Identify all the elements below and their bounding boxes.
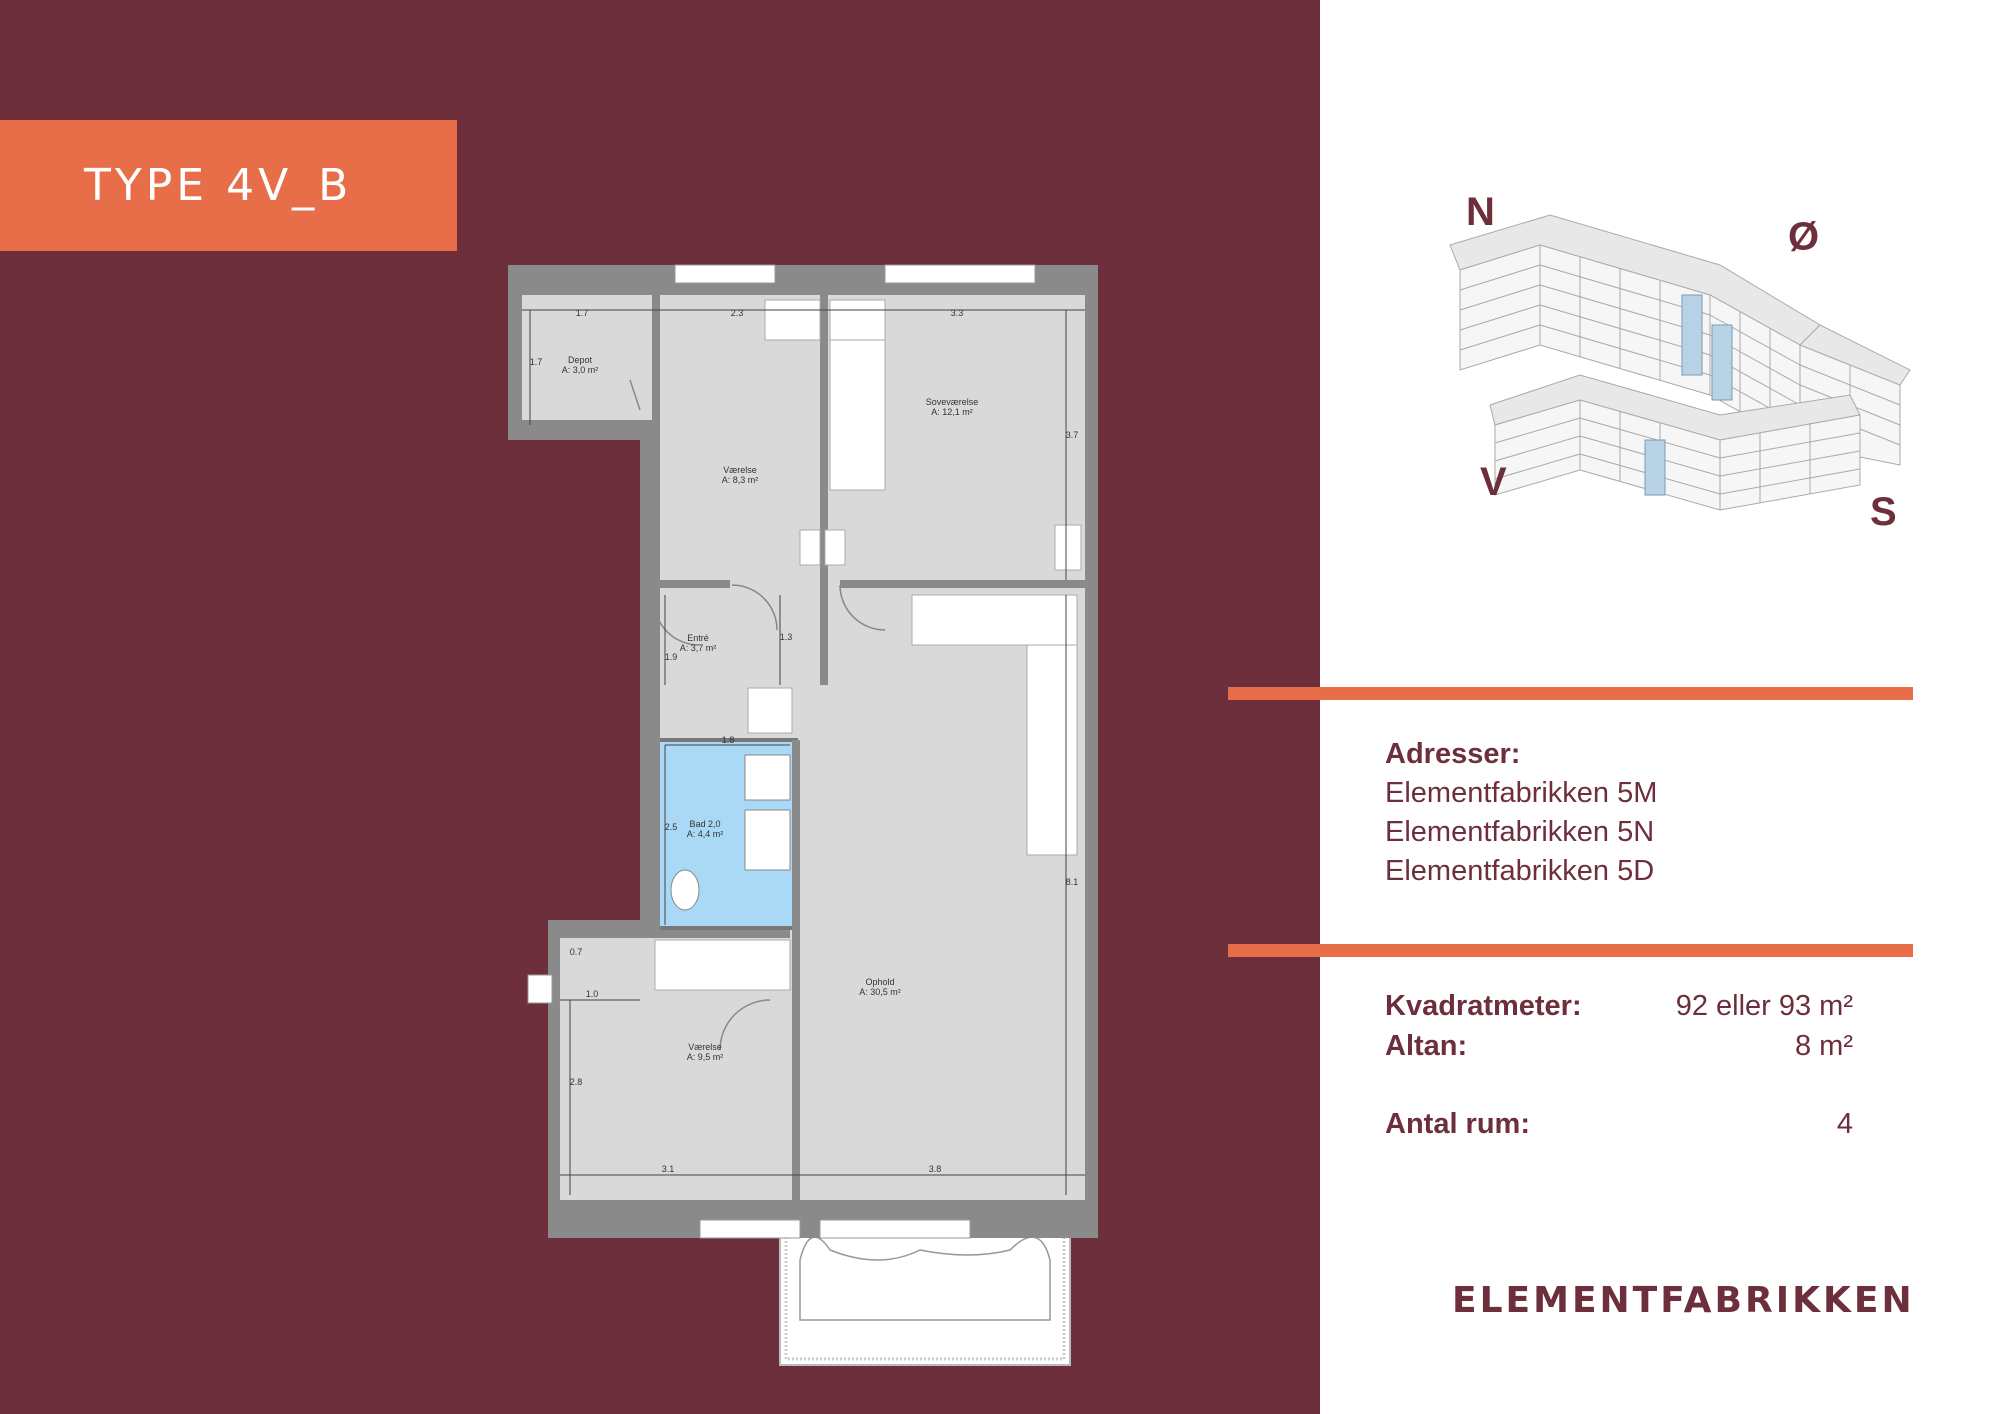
room-vaerelse2-name: Værelse — [688, 1042, 722, 1052]
storage — [654, 687, 793, 991]
address-1: Elementfabrikken 5M — [1385, 777, 1658, 809]
dim-label-4: 1.7 — [530, 357, 543, 367]
compass-south: S — [1870, 490, 1897, 534]
altan-label: Altan: — [1385, 1030, 1468, 1062]
room-sovevaerelse-area: A: 12,1 m² — [931, 407, 973, 417]
address-3: Elementfabrikken 5D — [1385, 855, 1655, 887]
room-ophold-area: A: 30,5 m² — [859, 987, 901, 997]
compass-east: Ø — [1788, 215, 1820, 259]
addresses-label: Adresser: — [1385, 738, 1521, 770]
room-bad-name: Bad 2,0 — [689, 819, 720, 829]
highlighted-units — [1644, 294, 1733, 496]
room-vaerelse1-name: Værelse — [723, 465, 757, 475]
dim-label-6: 1.3 — [780, 632, 793, 642]
right-panel — [1320, 0, 2000, 1414]
wardrobe — [764, 299, 886, 566]
room-sovevaerelse-name: Soveværelse — [926, 397, 979, 407]
dim-label-1: 1.7 — [576, 308, 589, 318]
type-title: TYPE 4V_B — [84, 160, 353, 211]
doors — [629, 379, 886, 1051]
sqm-label: Kvadratmeter: — [1385, 990, 1582, 1022]
dim-label-15: 3.8 — [929, 1164, 942, 1174]
room-depot-area: A: 3,0 m² — [562, 365, 599, 375]
floor-plan: Depot A: 3,0 m² Værelse A: 8,3 m² Sovevæ… — [508, 264, 1098, 1366]
sqm-value: 92 eller 93 m² — [1675, 990, 1853, 1022]
divider-top — [1228, 687, 1913, 700]
room-vaerelse1-area: A: 8,3 m² — [722, 475, 759, 485]
compass-west: V — [1480, 460, 1507, 504]
addresses-block: Adresser: Elementfabrikken 5M Elementfab… — [1385, 735, 1657, 891]
building-isometric — [1449, 214, 1911, 511]
dim-label-2: 2.3 — [731, 308, 744, 318]
altan-value: 8 m² — [1795, 1030, 1853, 1062]
brand-logo: ELEMENTFABRIKKEN — [1452, 1280, 1915, 1321]
dim-label-3: 3.3 — [951, 308, 964, 318]
dim-label-14: 3.1 — [662, 1164, 675, 1174]
dim-label-11: 0.7 — [570, 947, 583, 957]
room-entre-area: A: 3,7 m² — [680, 643, 717, 653]
sqm-row: Kvadratmeter: 92 eller 93 m² — [1385, 990, 1853, 1023]
windows — [527, 264, 1036, 1239]
dim-label-8: 1.8 — [722, 735, 735, 745]
dimension-labels: 1.7 2.3 3.3 1.7 3.7 1.3 1.9 1.8 2.5 8.1 … — [530, 308, 1079, 1174]
room-labels: Depot A: 3,0 m² Værelse A: 8,3 m² Sovevæ… — [562, 355, 979, 1062]
compass-north: N — [1466, 190, 1495, 234]
bath-fixtures — [670, 754, 791, 911]
dim-label-13: 2.8 — [570, 1077, 583, 1087]
room-entre-name: Entré — [687, 633, 709, 643]
dimension-lines — [522, 309, 1085, 1195]
dim-label-7: 1.9 — [665, 652, 678, 662]
kitchen — [911, 524, 1082, 856]
altan-row: Altan: 8 m² — [1385, 1030, 1853, 1063]
room-depot-name: Depot — [568, 355, 593, 365]
interior-walls — [522, 295, 1085, 1200]
dim-label-10: 8.1 — [1066, 877, 1079, 887]
divider-bottom — [1228, 944, 1913, 957]
rooms-value: 4 — [1836, 1108, 1853, 1140]
rooms-row: Antal rum: 4 — [1385, 1108, 1853, 1141]
dim-label-5: 3.7 — [1066, 430, 1079, 440]
room-vaerelse2-area: A: 9,5 m² — [687, 1052, 724, 1062]
address-2: Elementfabrikken 5N — [1385, 816, 1655, 848]
room-ophold-name: Ophold — [865, 977, 894, 987]
type-banner: TYPE 4V_B — [0, 120, 457, 251]
dim-label-9: 2.5 — [665, 822, 678, 832]
dim-label-12: 1.0 — [586, 989, 599, 999]
room-bad-area: A: 4,4 m² — [687, 829, 724, 839]
rooms-label: Antal rum: — [1385, 1108, 1530, 1140]
